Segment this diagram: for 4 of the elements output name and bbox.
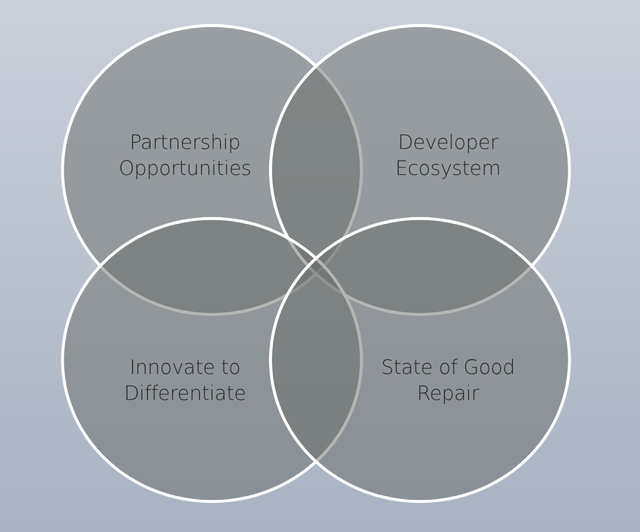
circle-label: Partnership Opportunities bbox=[118, 129, 252, 181]
circle-label: Innovate to Differentiate bbox=[122, 354, 247, 406]
circle-label: Developer Ecosystem bbox=[394, 129, 502, 181]
circle-label: State of Good Repair bbox=[380, 354, 516, 406]
